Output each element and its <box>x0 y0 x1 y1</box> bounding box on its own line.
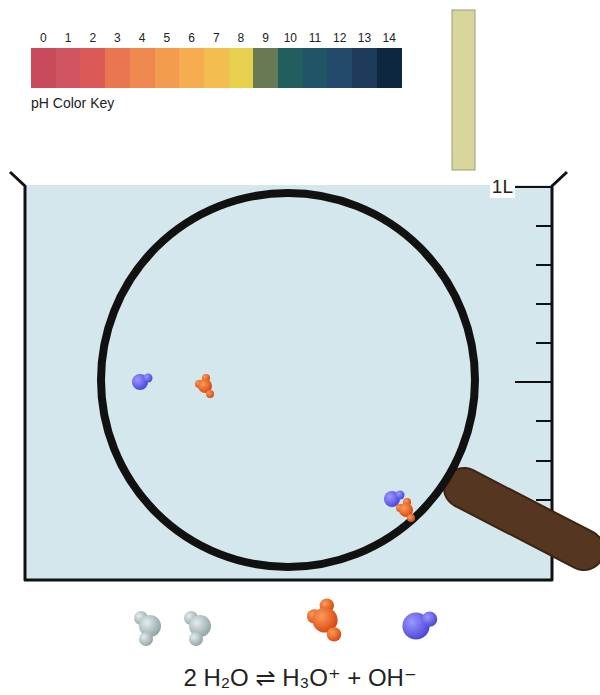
ph-color-swatch <box>80 48 105 88</box>
ph-number: 6 <box>179 31 204 45</box>
ph-color-swatch <box>179 48 204 88</box>
equation: 2 H₂O ⇌ H₃O⁺ + OH⁻ <box>183 664 416 692</box>
hydronium-ion <box>195 374 214 398</box>
ph-number: 12 <box>327 31 352 45</box>
ph-strip <box>452 10 475 170</box>
graduation-ticks <box>515 187 552 540</box>
ph-number: 8 <box>228 31 253 45</box>
ph-color-swatch <box>31 48 56 88</box>
hydronium-ion <box>396 498 415 522</box>
magnifier-handle-edge <box>464 488 584 550</box>
ph-color-swatch <box>130 48 155 88</box>
ph-color-swatch <box>253 48 278 88</box>
hydroxide-ion <box>132 374 153 391</box>
ph-number: 0 <box>31 31 56 45</box>
hydroxide-ion <box>402 612 437 640</box>
water <box>25 185 552 580</box>
magnifier-ring <box>101 193 475 567</box>
ph-number: 4 <box>130 31 155 45</box>
water-molecule <box>184 611 211 646</box>
ph-color-swatch <box>204 48 229 88</box>
ph-number: 9 <box>253 31 278 45</box>
ph-number: 14 <box>377 31 402 45</box>
ph-number: 7 <box>204 31 229 45</box>
ph-number: 5 <box>154 31 179 45</box>
ph-number: 2 <box>80 31 105 45</box>
ph-number: 11 <box>303 31 328 45</box>
ph-color-swatch <box>377 48 402 88</box>
ph-color-swatch <box>278 48 303 88</box>
key-caption: pH Color Key <box>31 95 114 111</box>
ph-number: 1 <box>56 31 81 45</box>
ph-color-swatch <box>327 48 352 88</box>
volume-label: 1L <box>490 176 515 198</box>
ph-number: 3 <box>105 31 130 45</box>
ph-color-swatch <box>105 48 130 88</box>
ph-number: 13 <box>352 31 377 45</box>
ph-color-swatch <box>155 48 180 88</box>
magnifier-handle <box>464 488 584 550</box>
ph-color-swatch <box>303 48 328 88</box>
ph-color-swatch <box>352 48 377 88</box>
ph-color-swatch <box>56 48 81 88</box>
ph-color-swatch <box>229 48 254 88</box>
ph-number: 10 <box>278 31 303 45</box>
hydronium-ion <box>307 598 341 641</box>
water-molecule <box>134 611 161 646</box>
